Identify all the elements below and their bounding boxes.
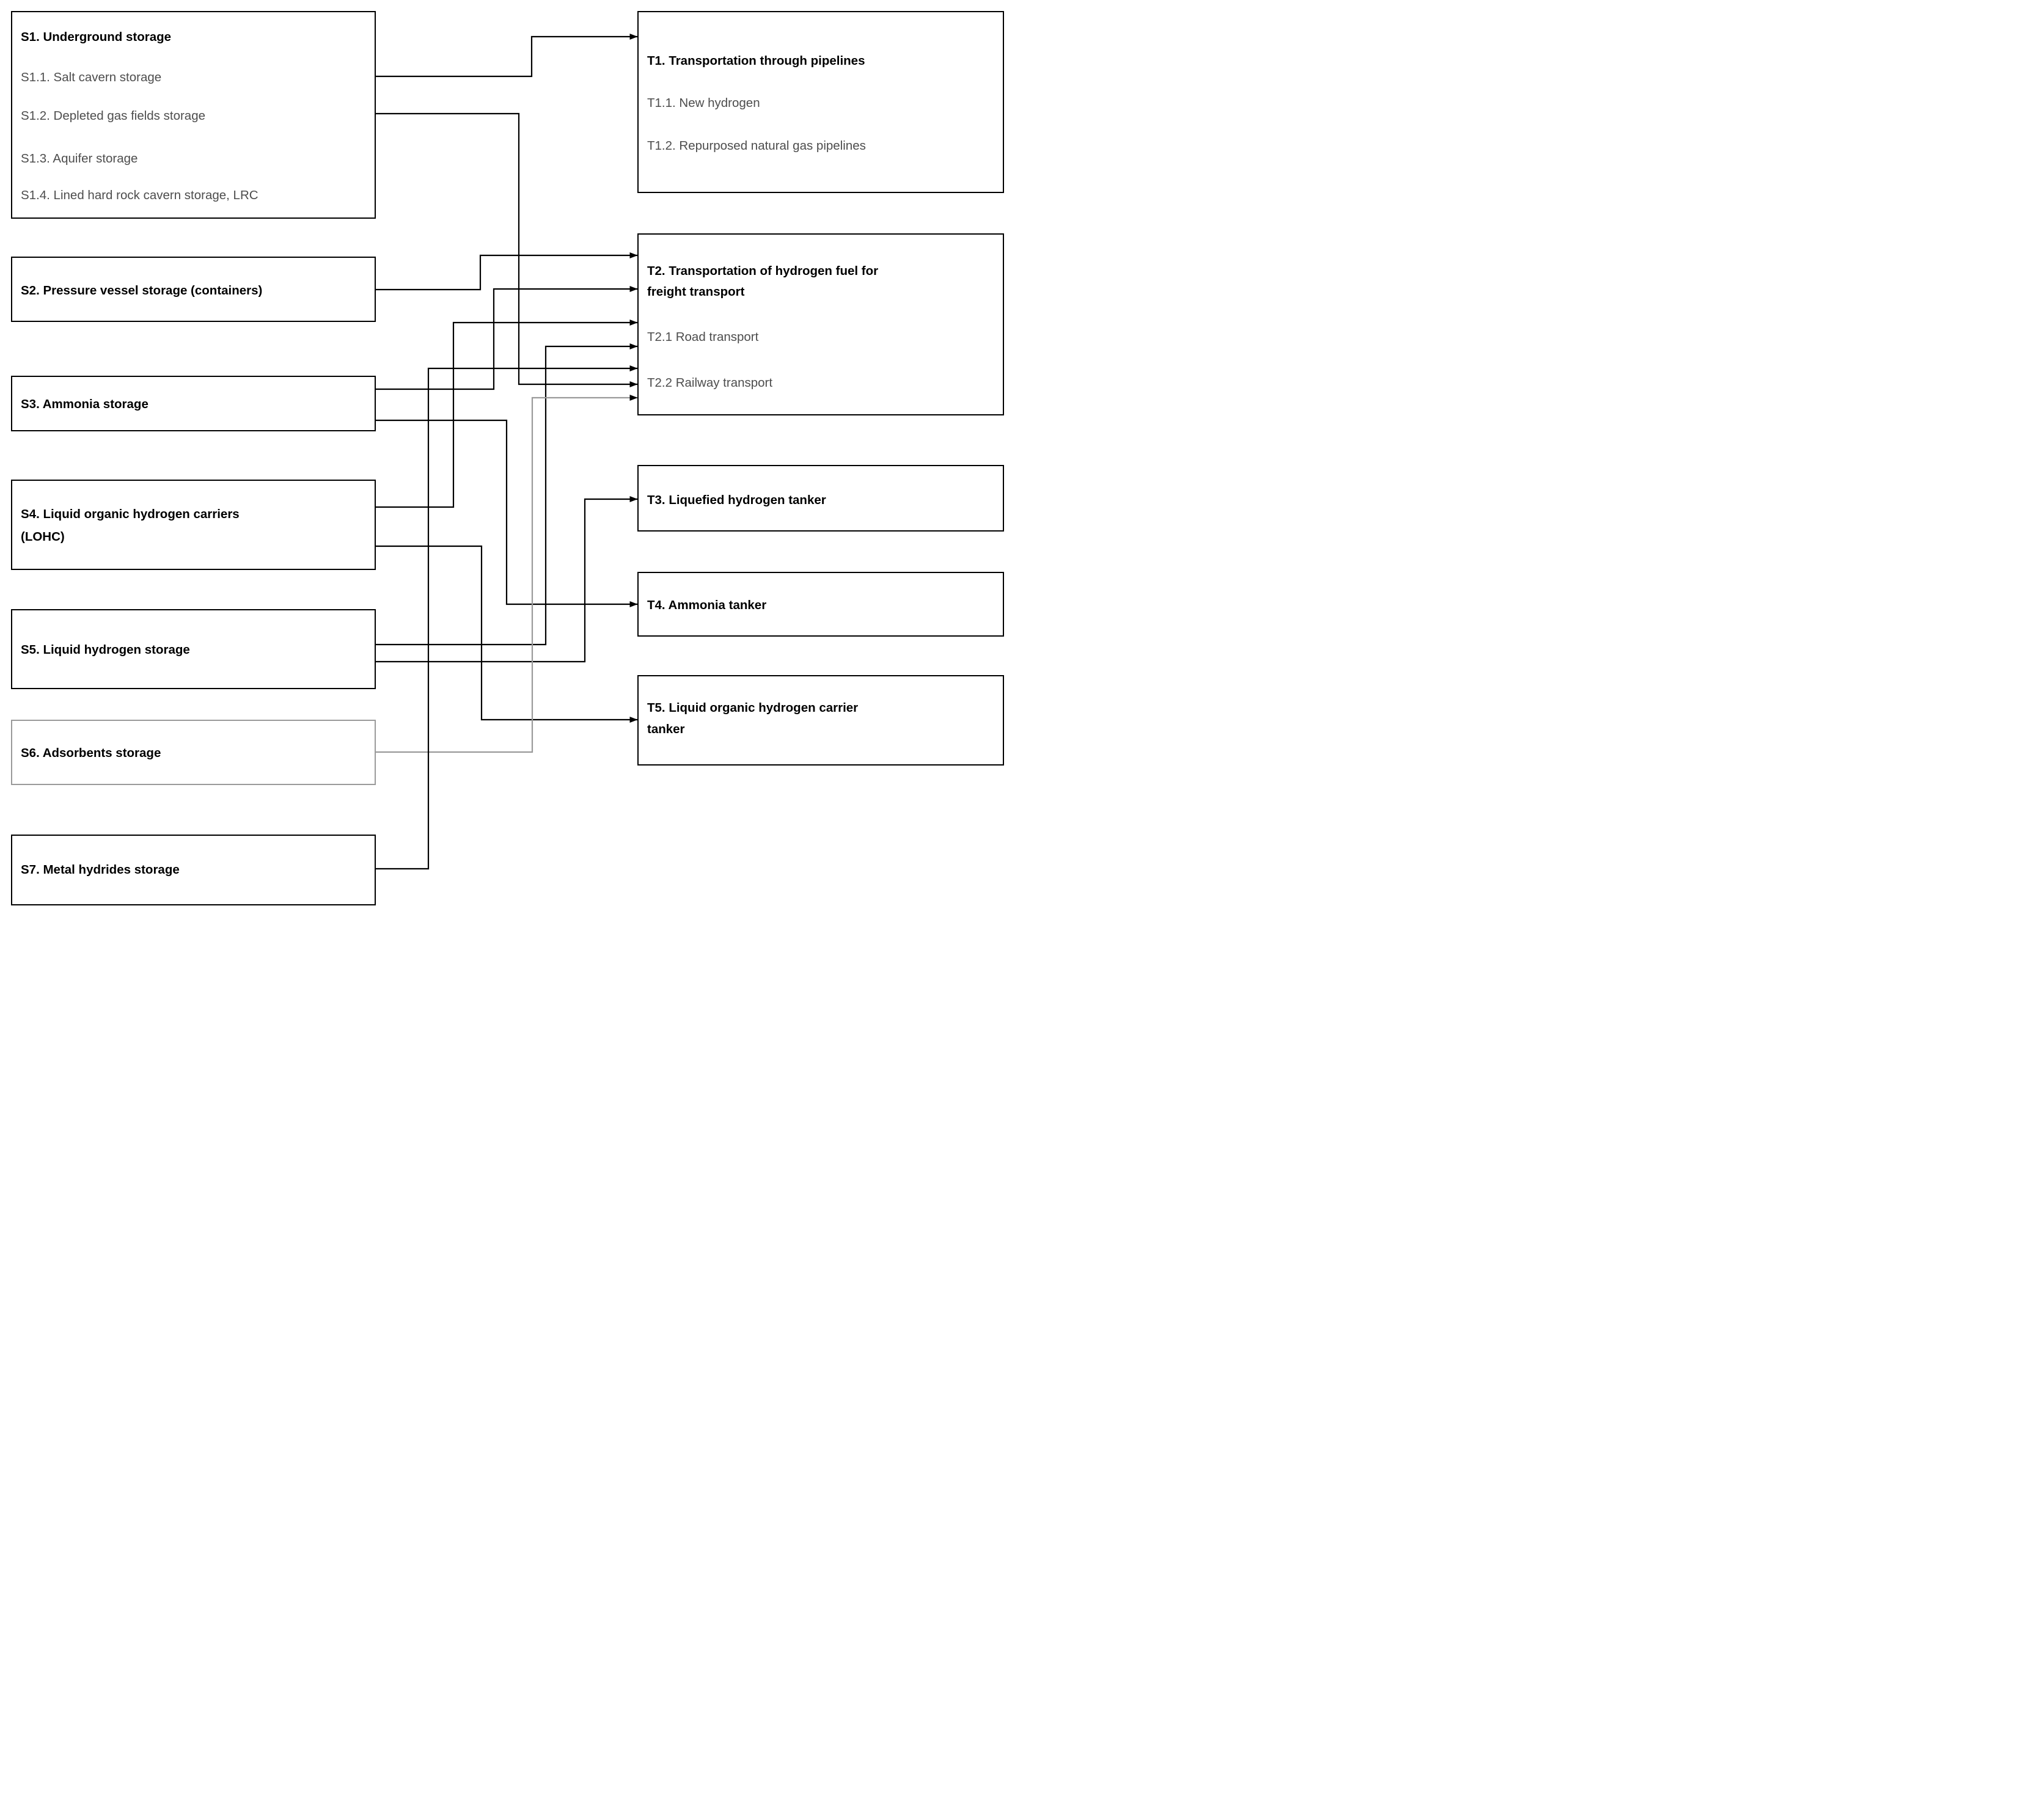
node-s1-item: S1.4. Lined hard rock cavern storage, LR…	[21, 188, 258, 202]
node-s4: S4. Liquid organic hydrogen carriers (LOH…	[11, 480, 376, 570]
connector-s4-t2	[376, 320, 638, 508]
node-t1-item: T1.1. New hydrogen	[647, 96, 760, 110]
node-s5-title-line: S5. Liquid hydrogen storage	[21, 643, 190, 657]
node-s7: S7. Metal hydrides storage	[11, 835, 376, 905]
node-t4: T4. Ammonia tanker	[637, 572, 1004, 637]
node-t5-title-line: T5. Liquid organic hydrogen carrier	[647, 701, 859, 715]
node-s1-title-line: S1. Underground storage	[21, 30, 172, 44]
node-s3: S3. Ammonia storage	[11, 376, 376, 431]
node-t2-item: T2.1 Road transport	[647, 330, 759, 344]
node-s7-title-line: S7. Metal hydrides storage	[21, 863, 180, 877]
connector-s3-t2	[376, 286, 638, 390]
node-t5: T5. Liquid organic hydrogen carrier tanke…	[637, 675, 1004, 766]
node-s4-title-line: (LOHC)	[21, 530, 65, 544]
node-t2-title-line: T2. Transportation of hydrogen fuel for	[647, 264, 879, 278]
node-s2-title-line: S2. Pressure vessel storage (containers)	[21, 283, 263, 298]
connector-s1-t1	[376, 34, 638, 78]
node-t1-title-line: T1. Transportation through pipelines	[647, 54, 865, 68]
node-s4-title-line: S4. Liquid organic hydrogen carriers	[21, 507, 240, 521]
node-s6: S6. Adsorbents storage	[11, 720, 376, 785]
node-s1-item: S1.1. Salt cavern storage	[21, 70, 162, 84]
connector-s5-t2	[376, 343, 638, 646]
node-s1-item: S1.2. Depleted gas fields storage	[21, 109, 205, 123]
node-s6-title-line: S6. Adsorbents storage	[21, 746, 161, 760]
connector-s6-t2	[376, 395, 638, 753]
connector-s5-t3	[376, 496, 638, 663]
node-s2: S2. Pressure vessel storage (containers)	[11, 257, 376, 322]
node-t2-item: T2.2 Railway transport	[647, 376, 773, 390]
connector-s1-t2	[376, 112, 638, 387]
node-t2: T2. Transportation of hydrogen fuel for f…	[637, 233, 1004, 415]
connector-layer	[376, 34, 638, 870]
connector-s3-t4	[376, 419, 638, 607]
node-t1-item: T1.2. Repurposed natural gas pipelines	[647, 139, 866, 153]
node-t4-title-line: T4. Ammonia tanker	[647, 598, 767, 612]
node-t3: T3. Liquefied hydrogen tanker	[637, 465, 1004, 532]
node-t2-title-line: freight transport	[647, 285, 745, 299]
node-s3-title-line: S3. Ammonia storage	[21, 397, 148, 411]
node-t5-title-line: tanker	[647, 722, 685, 736]
node-s5: S5. Liquid hydrogen storage	[11, 609, 376, 689]
node-s1-item: S1.3. Aquifer storage	[21, 152, 138, 166]
connector-s7-t2	[376, 365, 638, 870]
connector-s2-t2	[376, 252, 638, 291]
node-t3-title-line: T3. Liquefied hydrogen tanker	[647, 493, 826, 507]
